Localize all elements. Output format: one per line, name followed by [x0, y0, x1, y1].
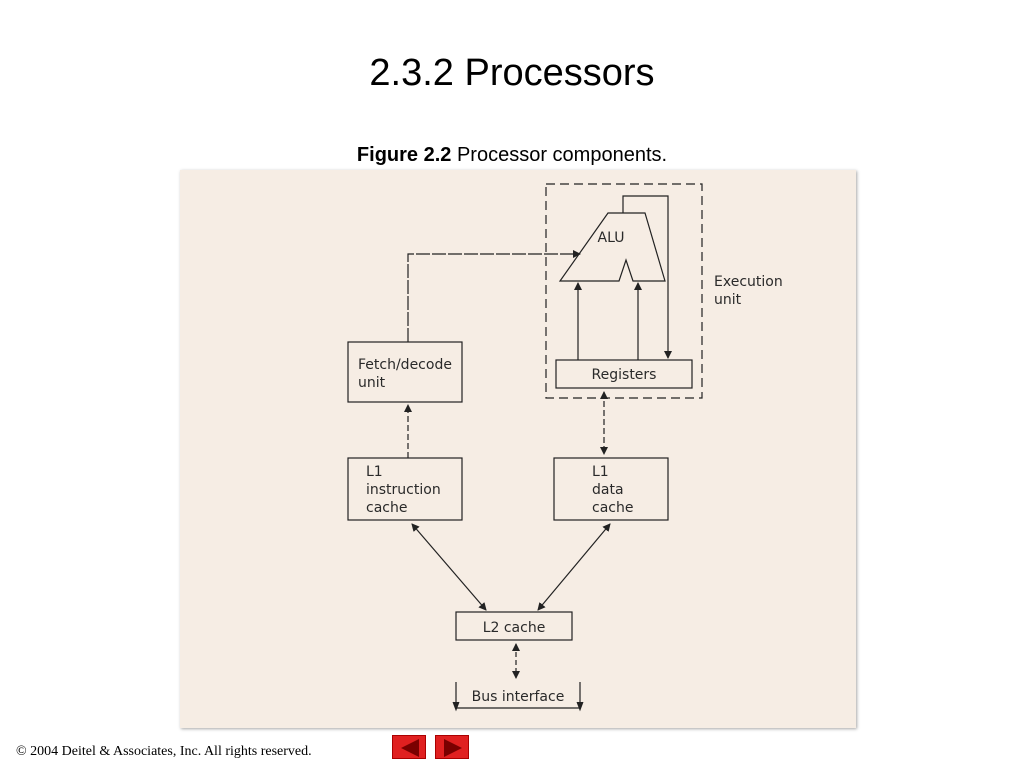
fetch-decode-box	[347, 341, 463, 403]
triangle-left-icon	[401, 739, 419, 757]
l1-instruction-l2-arrow	[411, 523, 487, 611]
previous-slide-button[interactable]	[392, 735, 426, 759]
bus-left-arrowhead	[452, 701, 460, 712]
fetch-decode-to-alu-arrow	[407, 250, 581, 342]
execution-unit-label-1: Execution	[714, 274, 783, 290]
execution-unit-label-2: unit	[714, 292, 742, 308]
registers-label: Registers	[592, 367, 657, 383]
bus-right-arrowhead	[576, 701, 584, 712]
copyright-footer: © 2004 Deitel & Associates, Inc. All rig…	[16, 744, 312, 759]
triangle-right-icon	[444, 739, 462, 757]
l1-data-l2-arrow	[537, 523, 611, 611]
fetch-decode-label-1: Fetch/decode	[358, 357, 452, 373]
l1-instruction-label-1: L1	[366, 464, 383, 480]
alu-to-registers-arrow	[622, 195, 672, 359]
figure-caption-text: Processor components.	[456, 144, 668, 166]
next-slide-button[interactable]	[435, 735, 469, 759]
figure-caption: Figure 2.2 Processor components.	[0, 144, 1024, 167]
l1-data-label-1: L1	[592, 464, 609, 480]
l1-data-label-3: cache	[592, 500, 633, 516]
fetch-decode-label-2: unit	[358, 375, 386, 391]
figure-caption-label: Figure 2.2	[356, 144, 452, 166]
l1-instruction-label-3: cache	[366, 500, 407, 516]
l1-data-label-2: data	[592, 482, 624, 498]
l2-cache-label: L2 cache	[483, 620, 546, 636]
l1-instruction-label-2: instruction	[366, 482, 441, 498]
registers-box	[555, 359, 693, 389]
slide-title: 2.3.2 Processors	[369, 52, 655, 94]
execution-unit-boundary	[545, 183, 703, 399]
processor-diagram: ALU Execution unit Registers Fetch/decod…	[347, 183, 783, 712]
alu-label: ALU	[598, 230, 625, 246]
l2-cache-box	[455, 611, 573, 641]
bus-interface-label: Bus interface	[472, 689, 565, 705]
figure-panel: ALU Execution unit Registers Fetch/decod…	[180, 170, 856, 728]
alu-shape	[558, 212, 666, 282]
l1-data-cache-box	[553, 457, 669, 521]
l1-instruction-cache-box	[347, 457, 463, 521]
